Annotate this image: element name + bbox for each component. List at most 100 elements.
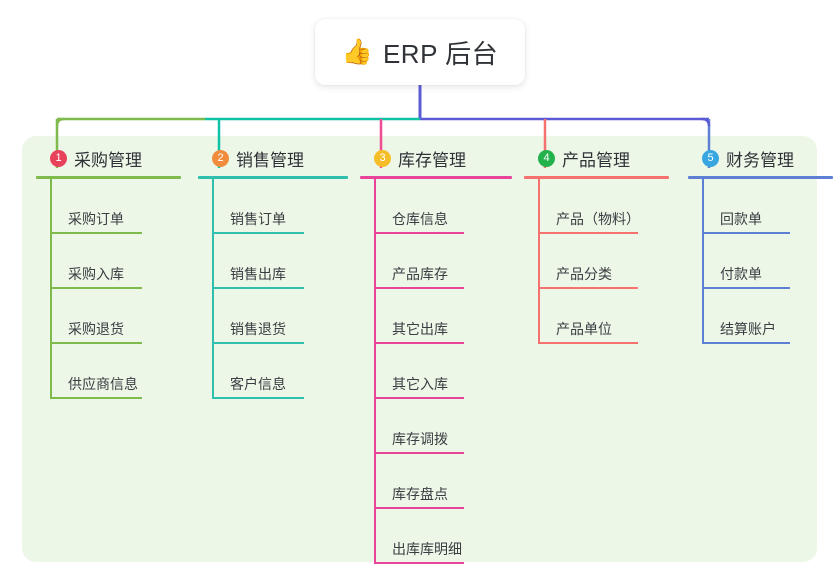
branch-item-label: 产品库存 — [392, 266, 448, 282]
branch-item-label: 采购入库 — [68, 266, 124, 282]
branch-item-rule — [374, 397, 464, 399]
branch-index-badge: 5 — [702, 149, 719, 167]
branch-column-1: 1 采购管理采购订单采购入库采购退货供应商信息 — [36, 145, 185, 399]
branch-item[interactable]: 客户信息 — [212, 344, 352, 399]
branch-item-rule — [212, 397, 304, 399]
branch-index-badge: 3 — [374, 149, 391, 167]
branch-item-list: 回款单付款单结算账户 — [702, 179, 837, 344]
branch-header-rule — [36, 176, 181, 179]
root-node[interactable]: 👍 ERP 后台 — [315, 19, 525, 85]
branch-index-badge: 1 — [50, 149, 67, 167]
branch-item-label: 产品分类 — [556, 266, 612, 282]
branch-item-label: 其它出库 — [392, 321, 448, 337]
branch-item-label: 采购订单 — [68, 211, 124, 227]
branch-item-list: 产品（物料） 产品分类产品单位 — [538, 179, 673, 344]
branch-item-list: 仓库信息产品库存其它出库其它入库库存调拨库存盘点出库库明细 — [374, 179, 516, 564]
branch-header-1[interactable]: 1 采购管理 — [36, 145, 185, 171]
branch-item-rule — [50, 232, 142, 234]
branch-item[interactable]: 供应商信息 — [50, 344, 185, 399]
branch-item-label: 结算账户 — [720, 321, 776, 337]
branch-item-label: 销售退货 — [230, 321, 286, 337]
branch-item[interactable]: 采购订单 — [50, 179, 185, 234]
branch-item[interactable]: 销售退货 — [212, 289, 352, 344]
branch-item[interactable]: 其它出库 — [374, 289, 516, 344]
branch-item-rule — [374, 452, 464, 454]
branch-item[interactable]: 采购入库 — [50, 234, 185, 289]
branch-index-badge: 2 — [212, 149, 229, 167]
branch-spine — [538, 179, 540, 344]
branch-spine — [212, 179, 214, 399]
branch-index-badge: 4 — [538, 149, 555, 167]
branch-item-label: 出库库明细 — [392, 541, 462, 557]
thumbs-up-icon: 👍 — [341, 37, 373, 66]
branch-item-rule — [50, 342, 142, 344]
branch-item[interactable]: 库存盘点 — [374, 454, 516, 509]
branch-spine — [50, 179, 52, 399]
branch-title: 采购管理 — [74, 150, 142, 170]
branch-item-rule — [374, 562, 464, 564]
branch-item[interactable]: 产品分类 — [538, 234, 673, 289]
branch-item-rule — [374, 232, 464, 234]
branch-item[interactable]: 产品（物料） — [538, 179, 673, 234]
branch-item[interactable]: 销售出库 — [212, 234, 352, 289]
branch-header-3[interactable]: 3 库存管理 — [360, 145, 516, 171]
branch-item-label: 销售出库 — [230, 266, 286, 282]
branch-item-rule — [212, 342, 304, 344]
branch-item[interactable]: 付款单 — [702, 234, 837, 289]
branch-item-rule — [538, 342, 638, 344]
branch-item-label: 供应商信息 — [68, 376, 138, 392]
branch-item-label: 回款单 — [720, 211, 762, 227]
branch-item-rule — [538, 232, 638, 234]
branch-item-label: 仓库信息 — [392, 211, 448, 227]
branch-item-label: 销售订单 — [230, 211, 286, 227]
branch-item-rule — [374, 507, 464, 509]
branch-spine — [374, 179, 376, 564]
branch-header-4[interactable]: 4 产品管理 — [524, 145, 673, 171]
branch-item-label: 客户信息 — [230, 376, 286, 392]
branch-item-rule — [212, 287, 304, 289]
root-node-title: ERP 后台 — [382, 38, 499, 69]
branch-column-2: 2 销售管理销售订单销售出库销售退货客户信息 — [198, 145, 352, 399]
branch-item-label: 付款单 — [720, 266, 762, 282]
branch-item-rule — [50, 287, 142, 289]
branch-header-rule — [360, 176, 512, 179]
diagram-panel — [22, 136, 817, 562]
branch-item[interactable]: 结算账户 — [702, 289, 837, 344]
branch-item[interactable]: 库存调拨 — [374, 399, 516, 454]
branch-item-rule — [50, 397, 142, 399]
branch-item-rule — [212, 232, 304, 234]
branch-item[interactable]: 仓库信息 — [374, 179, 516, 234]
branch-item[interactable]: 回款单 — [702, 179, 837, 234]
branch-item-label: 产品（物料） — [556, 211, 640, 227]
branch-item-label: 其它入库 — [392, 376, 448, 392]
branch-item-list: 销售订单销售出库销售退货客户信息 — [212, 179, 352, 399]
branch-item-label: 采购退货 — [68, 321, 124, 337]
branch-item[interactable]: 采购退货 — [50, 289, 185, 344]
branch-header-2[interactable]: 2 销售管理 — [198, 145, 352, 171]
branch-item[interactable]: 出库库明细 — [374, 509, 516, 564]
branch-header-rule — [198, 176, 348, 179]
branch-title: 产品管理 — [562, 150, 630, 170]
branch-column-3: 3 库存管理仓库信息产品库存其它出库其它入库库存调拨库存盘点出库库明细 — [360, 145, 516, 564]
branch-title: 库存管理 — [398, 150, 466, 170]
branch-item[interactable]: 产品单位 — [538, 289, 673, 344]
branch-spine — [702, 179, 704, 344]
branch-header-rule — [524, 176, 669, 179]
branch-item-label: 库存盘点 — [392, 486, 448, 502]
branch-item-rule — [374, 342, 464, 344]
branch-item-label: 产品单位 — [556, 321, 612, 337]
branch-title: 销售管理 — [236, 150, 304, 170]
branch-item-label: 库存调拨 — [392, 431, 448, 447]
branch-item[interactable]: 其它入库 — [374, 344, 516, 399]
branch-item-list: 采购订单采购入库采购退货供应商信息 — [50, 179, 185, 399]
branch-item-rule — [538, 287, 638, 289]
connector-elbow — [55, 117, 65, 127]
branch-item[interactable]: 产品库存 — [374, 234, 516, 289]
branch-header-rule — [688, 176, 833, 179]
branch-item-rule — [702, 342, 790, 344]
branch-item-rule — [374, 287, 464, 289]
branch-item[interactable]: 销售订单 — [212, 179, 352, 234]
